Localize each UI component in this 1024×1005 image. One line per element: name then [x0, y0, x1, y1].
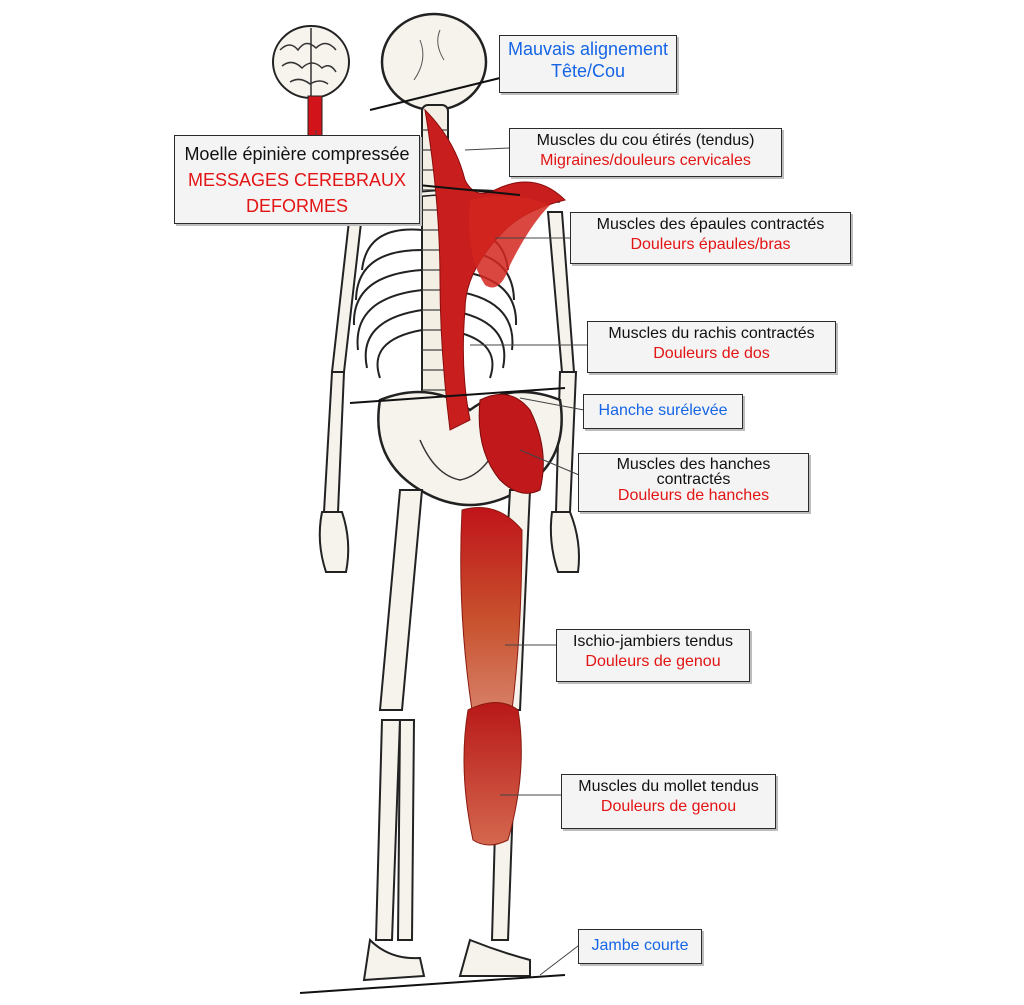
head-neck-subtitle: Tête/Cou	[550, 61, 626, 81]
muscles	[424, 108, 566, 846]
label-head-neck: Mauvais alignement Tête/Cou	[499, 35, 677, 93]
calf-muscles-title: Muscles du mollet tendus	[578, 778, 759, 795]
spine-muscles-pain: Douleurs de dos	[653, 345, 770, 362]
arms	[318, 210, 580, 573]
label-hip-raised: Hanche surélevée	[583, 394, 743, 429]
label-hamstrings: Ischio-jambiers tendus Douleurs de genou	[556, 629, 750, 682]
spinal-cord-title: Moelle épinière compressée	[184, 144, 410, 164]
skull	[380, 12, 488, 112]
shoulder-muscles-pain: Douleurs épaules/bras	[630, 236, 791, 253]
label-spinal-cord: Moelle épinière compressée MESSAGES CERE…	[174, 135, 420, 224]
label-short-leg: Jambe courte	[578, 929, 702, 964]
calf-muscles-pain: Douleurs de genou	[600, 798, 737, 815]
hamstrings-pain: Douleurs de genou	[585, 653, 721, 670]
neck-muscles-pain: Migraines/douleurs cervicales	[540, 152, 751, 169]
alignment-lines	[299, 77, 566, 994]
spinal-cord-warning-1: MESSAGES CEREBRAUX	[187, 170, 407, 190]
label-calf-muscles: Muscles du mollet tendus Douleurs de gen…	[561, 774, 776, 829]
label-spine-muscles: Muscles du rachis contractés Douleurs de…	[587, 321, 836, 373]
shoulder-muscles-title: Muscles des épaules contractés	[596, 216, 825, 233]
head-neck-title: Mauvais alignement	[507, 39, 669, 59]
hip-muscles-title: Muscles des hanches	[616, 456, 771, 473]
hip-muscles-pain: Douleurs de hanches	[617, 487, 770, 504]
hamstrings-title: Ischio-jambiers tendus	[572, 633, 734, 650]
hip-raised-title: Hanche surélevée	[598, 402, 728, 419]
spine-muscles-title: Muscles du rachis contractés	[608, 325, 815, 342]
short-leg-title: Jambe courte	[591, 937, 689, 954]
brain-icon	[272, 25, 350, 137]
neck-muscles-title: Muscles du cou étirés (tendus)	[536, 132, 755, 149]
label-shoulder-muscles: Muscles des épaules contractés Douleurs …	[570, 212, 851, 264]
label-hip-muscles: Muscles des hanches contractés Douleurs …	[578, 453, 809, 512]
spinal-cord-warning-2: DEFORMES	[245, 196, 348, 216]
pointer-lines	[315, 130, 588, 976]
label-neck-muscles: Muscles du cou étirés (tendus) Migraines…	[509, 128, 782, 177]
hip-muscles-title-2: contractés	[656, 471, 731, 488]
